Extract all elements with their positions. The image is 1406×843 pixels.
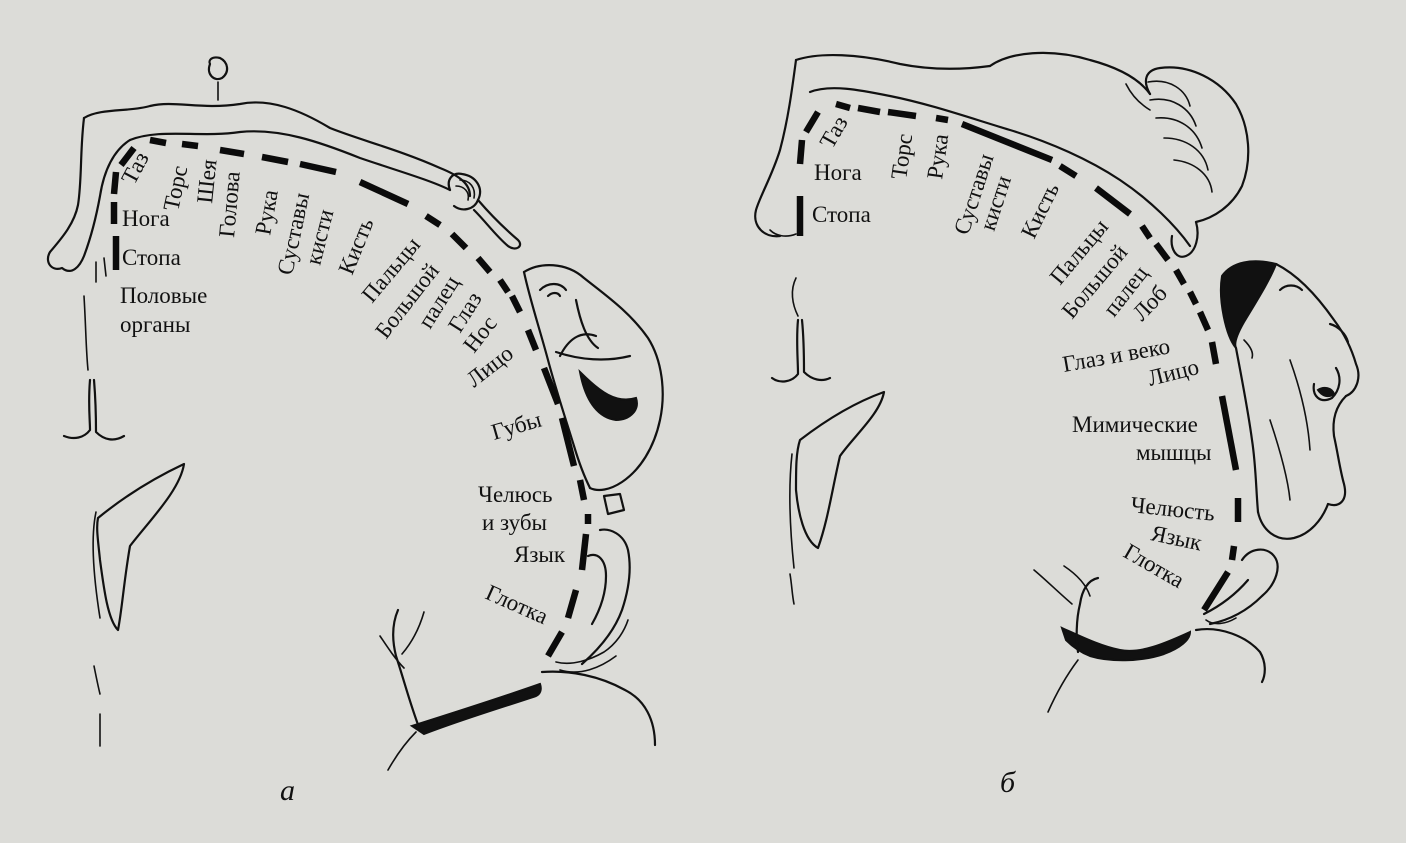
panel-b: Таз Торс Рука Нога Стопа Суставы кисти К…: [754, 51, 1360, 799]
panel-a: Таз Торс Шея Голова Рука Суставы кисти К…: [46, 56, 664, 807]
panel-b-caption: б: [1000, 766, 1016, 799]
panel-a-caption: а: [280, 774, 295, 807]
label-a-head: Голова: [214, 170, 245, 238]
label-b-torso: Торс: [886, 132, 917, 181]
label-b-tongue: Язык: [1149, 520, 1205, 555]
panel-a-cortex-arc: [110, 136, 592, 658]
label-a-tongue: Язык: [514, 542, 566, 567]
label-a-leg: Нога: [122, 206, 170, 231]
panel-a-homunculus-body: [46, 56, 664, 771]
label-a-pelvis: Таз: [116, 148, 153, 189]
label-a-hand: Кисть: [333, 214, 378, 278]
label-a-arm: Рука: [250, 188, 282, 237]
label-b-facial-muscles: Мимические: [1072, 412, 1198, 437]
panel-b-labels: Таз Торс Рука Нога Стопа Суставы кисти К…: [812, 112, 1216, 593]
label-b-facial-muscles-2: мышцы: [1136, 440, 1211, 465]
panel-b-cortex-arc: [796, 100, 1242, 612]
label-a-neck: Шея: [192, 158, 222, 205]
label-b-foot: Стопа: [812, 202, 871, 227]
label-a-foot: Стопа: [122, 245, 181, 270]
label-a-genitals-2: органы: [120, 312, 190, 337]
label-a-genitals: Половые: [120, 283, 207, 308]
panel-a-labels: Таз Торс Шея Голова Рука Суставы кисти К…: [116, 148, 566, 629]
label-a-pharynx: Глотка: [482, 580, 552, 629]
label-b-leg: Нога: [814, 160, 862, 185]
label-a-lips: Губы: [488, 407, 544, 445]
label-a-jaw: Челюсь: [478, 482, 553, 507]
label-b-jaw: Челюсть: [1129, 492, 1216, 526]
label-b-pelvis: Таз: [815, 112, 853, 153]
label-b-hand: Кисть: [1016, 179, 1064, 242]
label-b-arm: Рука: [922, 132, 953, 180]
panel-b-homunculus-body: [754, 51, 1360, 713]
label-a-jaw-2: и зубы: [482, 510, 547, 535]
